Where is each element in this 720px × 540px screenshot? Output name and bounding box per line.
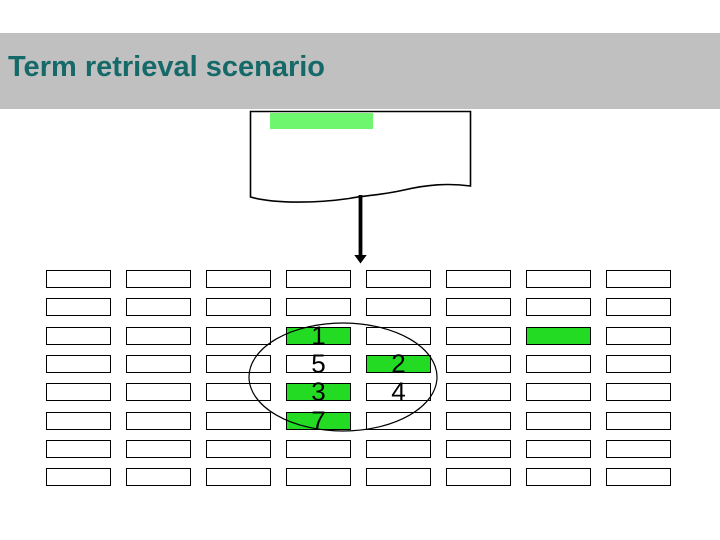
index-box-r3c4: 1: [286, 322, 351, 348]
index-box-r8c1: [46, 468, 111, 486]
index-box-r6c2: [126, 412, 191, 430]
posting-number: 3: [311, 376, 326, 407]
index-box-r7c1: [46, 440, 111, 458]
index-box-r4c4: 5: [286, 350, 351, 376]
index-box-r6c7: [526, 412, 591, 430]
index-box-r6c3: [206, 412, 271, 430]
index-box-r3c1: [46, 327, 111, 345]
index-box-r2c1: [46, 298, 111, 316]
index-box-r7c6: [446, 440, 511, 458]
index-box-r5c6: [446, 383, 511, 401]
index-box-r8c8: [606, 468, 671, 486]
title-bar: Term retrieval scenario: [0, 33, 720, 109]
index-box-r8c5: [366, 468, 431, 486]
index-box-r5c3: [206, 383, 271, 401]
index-box-r7c3: [206, 440, 271, 458]
index-box-r4c8: [606, 355, 671, 373]
index-box-r7c8: [606, 440, 671, 458]
index-box-r1c4: [286, 270, 351, 288]
index-box-r2c8: [606, 298, 671, 316]
index-box-r2c7: [526, 298, 591, 316]
index-box-r6c4: 7: [286, 407, 351, 433]
index-box-r6c8: [606, 412, 671, 430]
index-box-r1c2: [126, 270, 191, 288]
index-box-r8c3: [206, 468, 271, 486]
index-box-r7c2: [126, 440, 191, 458]
index-box-r3c7: [526, 327, 591, 345]
index-box-r4c3: [206, 355, 271, 373]
index-box-r5c8: [606, 383, 671, 401]
index-box-r4c2: [126, 355, 191, 373]
index-box-r2c2: [126, 298, 191, 316]
index-box-r7c7: [526, 440, 591, 458]
index-box-r1c3: [206, 270, 271, 288]
posting-number: 7: [311, 405, 326, 436]
index-box-r2c3: [206, 298, 271, 316]
index-box-r2c5: [366, 298, 431, 316]
index-box-r7c4: [286, 440, 351, 458]
posting-number: 4: [391, 376, 406, 407]
index-box-r3c2: [126, 327, 191, 345]
posting-number: 2: [391, 348, 406, 379]
index-box-r1c8: [606, 270, 671, 288]
index-box-r2c4: [286, 298, 351, 316]
index-box-r5c2: [126, 383, 191, 401]
posting-number: 1: [311, 320, 326, 351]
index-box-r8c7: [526, 468, 591, 486]
index-box-r6c5: [366, 412, 431, 430]
index-box-r7c5: [366, 440, 431, 458]
index-box-r4c1: [46, 355, 111, 373]
index-box-r3c8: [606, 327, 671, 345]
index-box-r1c7: [526, 270, 591, 288]
index-box-r3c6: [446, 327, 511, 345]
index-box-r4c5: 2: [366, 350, 431, 376]
index-box-r4c6: [446, 355, 511, 373]
index-box-r8c6: [446, 468, 511, 486]
index-box-r1c1: [46, 270, 111, 288]
index-box-r3c5: [366, 327, 431, 345]
index-box-r8c4: [286, 468, 351, 486]
posting-number: 5: [311, 348, 326, 379]
index-box-r4c7: [526, 355, 591, 373]
index-box-r1c5: [366, 270, 431, 288]
slide-title: Term retrieval scenario: [8, 51, 326, 83]
index-box-r3c3: [206, 327, 271, 345]
index-box-r6c6: [446, 412, 511, 430]
index-box-r5c1: [46, 383, 111, 401]
index-box-r6c1: [46, 412, 111, 430]
index-box-r5c4: 3: [286, 378, 351, 404]
index-box-r2c6: [446, 298, 511, 316]
index-box-r1c6: [446, 270, 511, 288]
index-box-r5c5: 4: [366, 378, 431, 404]
index-box-r8c2: [126, 468, 191, 486]
index-box-r5c7: [526, 383, 591, 401]
